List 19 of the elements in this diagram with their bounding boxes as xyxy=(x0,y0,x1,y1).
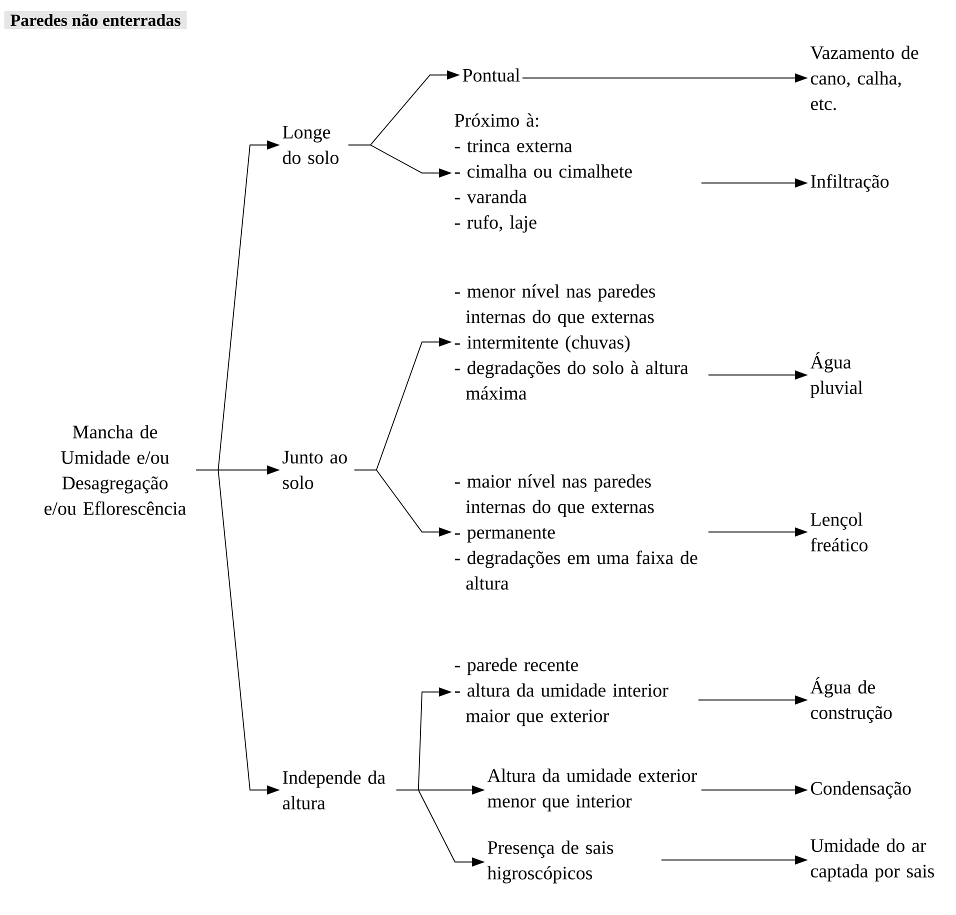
root-text: Mancha de Umidade e/ou Desagregação e/ou Eflorescência xyxy=(44,425,186,515)
cause-text: Infiltração xyxy=(810,174,889,192)
criterion-text: Presença de sais higroscópicos xyxy=(487,840,614,884)
criterion-text: Próximo à: - trinca externa - cimalha ou cimalhete - varanda - rufo, laje xyxy=(454,113,632,233)
criterion-text: - parede recente - altura da umidade interior maior que exterior xyxy=(454,658,668,726)
cause-text: Lençol freático xyxy=(810,512,868,552)
criterion-text: Altura da umidade exterior menor que interior xyxy=(487,768,698,812)
criterion-text: - menor nível nas paredes internas do que externas - intermitente (chuvas) - degradações do solo à altura máxima xyxy=(454,284,688,400)
criterion-text: Pontual xyxy=(462,68,520,82)
title-banner: Paredes não enterradas xyxy=(4,11,187,29)
branch-text: Junto ao solo xyxy=(282,450,347,490)
criterion-text: - maior nível nas paredes internas do que externas - permanente - degradações em uma faixa de altura xyxy=(454,474,698,590)
cause-text: Condensação xyxy=(811,781,911,799)
cause-text: Umidade do ar captada por sais xyxy=(810,838,934,882)
cause-text: Água de construção xyxy=(810,677,892,723)
cause-text: Água pluvial xyxy=(810,352,863,398)
branch-text: Longe do solo xyxy=(282,126,338,164)
cause-text: Vazamento de cano, calha, etc. xyxy=(810,46,918,110)
branch-text: Independe da altura xyxy=(282,770,386,810)
